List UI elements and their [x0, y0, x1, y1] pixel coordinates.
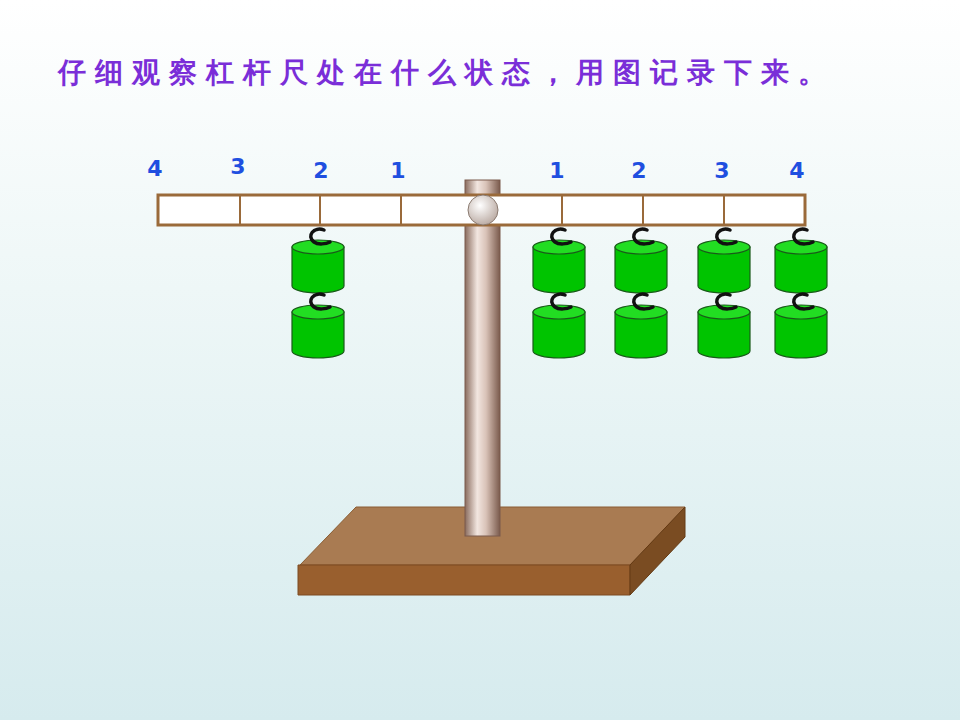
- scale-number: 3: [714, 160, 729, 182]
- weights: [292, 229, 827, 358]
- instruction-title: 仔细观察杠杆尺处在什么状态，用图记录下来。: [58, 54, 835, 92]
- stand-pillar: [465, 180, 500, 536]
- scale-number: 2: [631, 160, 646, 182]
- scale-number: 2: [313, 160, 328, 182]
- scale-number: 3: [230, 156, 245, 178]
- scale-number: 4: [147, 158, 162, 180]
- pivot-knob: [468, 195, 498, 225]
- scale-number: 1: [390, 160, 405, 182]
- scale-number: 1: [549, 160, 564, 182]
- lever-beam: [158, 195, 805, 225]
- scale-number: 4: [789, 160, 804, 182]
